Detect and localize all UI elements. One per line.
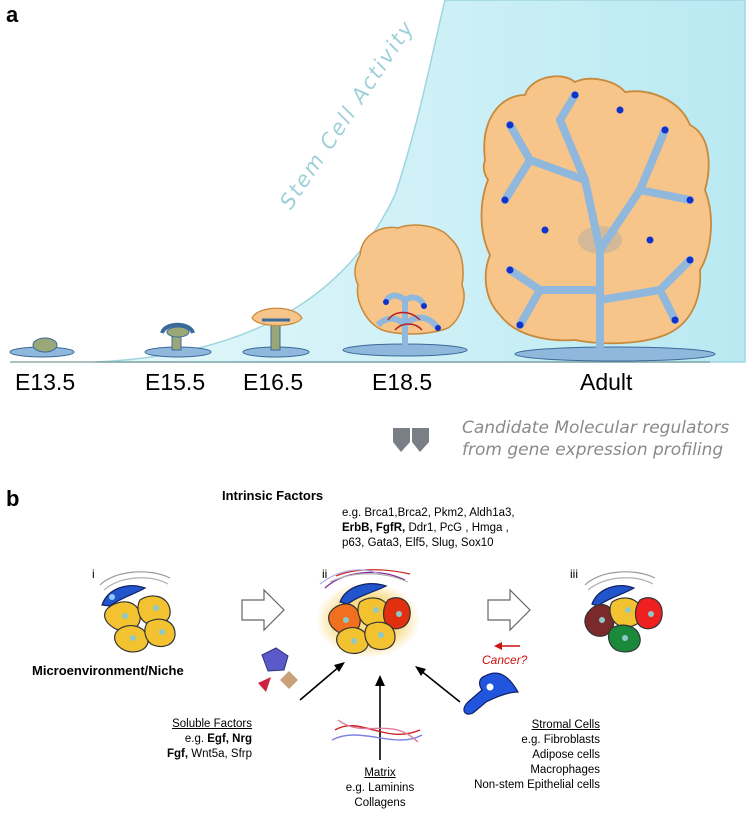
soluble-eg: e.g. <box>184 733 208 745</box>
gland-e13-5 <box>9 337 75 358</box>
stromal-line-1: e.g. Fibroblasts <box>521 734 600 746</box>
stage-label-e13-5: E13.5 <box>15 369 76 395</box>
niche-cluster-iii <box>584 571 663 653</box>
stage-i-label: i <box>92 567 95 581</box>
panel-letter-a: a <box>6 2 19 27</box>
matrix-line-2: Collagens <box>354 797 406 809</box>
stage-label-e18-5: E18.5 <box>372 369 433 395</box>
niche-cluster-i <box>99 571 176 653</box>
matrix-line-1: e.g. Laminins <box>345 782 415 794</box>
soluble-factor-shapes <box>258 647 298 692</box>
soluble-factors-block: Soluble Factors e.g. Egf, Nrg Fgf, Wnt5a… <box>130 717 252 762</box>
stage-ii-label: ii <box>322 567 328 581</box>
down-arrow-icon <box>393 428 429 452</box>
gland-e18-5 <box>342 224 468 357</box>
stromal-cells-block: Stromal Cells e.g. Fibroblasts Adipose c… <box>450 718 600 793</box>
intrinsic-heading: Intrinsic Factors <box>222 488 324 503</box>
intrinsic-line-2-rest: Ddr1, PcG , Hmga , <box>405 522 509 534</box>
panel-letter-b: b <box>6 486 20 511</box>
gland-adult <box>480 75 716 362</box>
soluble-bold-1: Egf, Nrg <box>207 733 252 745</box>
intrinsic-line-2: ErbB, FgfR, Ddr1, PcG , Hmga , <box>342 521 572 536</box>
stromal-line-2: Adipose cells <box>532 749 600 761</box>
panel-a-graphic <box>9 0 746 452</box>
stage-label-e16-5: E16.5 <box>243 369 304 395</box>
soluble-bold-2: Fgf, <box>167 748 189 760</box>
stage-iii-label: iii <box>570 567 578 581</box>
cancer-arrow <box>494 642 520 650</box>
panel-b-graphic <box>99 569 663 760</box>
gland-e16-5 <box>242 307 310 358</box>
matrix-block: Matrix e.g. Laminins Collagens <box>320 766 440 811</box>
microenvironment-heading: Microenvironment/Niche <box>32 663 184 678</box>
soluble-rest-2: Wnt5a, Sfrp <box>188 748 252 760</box>
stromal-title: Stromal Cells <box>531 719 600 731</box>
soluble-line-1: e.g. Egf, Nrg <box>130 732 252 747</box>
candidate-line-1: Candidate Molecular regulators <box>462 418 730 438</box>
soluble-factors-title: Soluble Factors <box>172 718 252 730</box>
arrow-i-to-ii <box>241 588 285 632</box>
stage-label-e15-5: E15.5 <box>145 369 206 395</box>
intrinsic-line-3: p63, Gata3, Elf5, Slug, Sox10 <box>342 537 494 549</box>
stage-label-adult: Adult <box>580 369 633 395</box>
stromal-line-4: Non-stem Epithelial cells <box>474 779 600 791</box>
soluble-line-2: Fgf, Wnt5a, Sfrp <box>130 747 252 762</box>
arrow-ii-to-iii <box>487 588 531 632</box>
niche-cluster-ii <box>316 569 420 658</box>
stromal-line-3: Macrophages <box>530 764 600 776</box>
stromal-cell-shape <box>463 672 520 715</box>
niche-arrows <box>299 662 461 760</box>
intrinsic-line-2-bold: ErbB, FgfR, <box>342 522 406 534</box>
matrix-fibers <box>331 719 423 743</box>
cancer-label: Cancer? <box>482 653 528 667</box>
gland-e15-5 <box>144 322 212 358</box>
intrinsic-line-1: e.g. Brca1,Brca2, Pkm2, Aldh1a3, <box>342 507 515 519</box>
matrix-title: Matrix <box>364 767 396 779</box>
intrinsic-factors-text: e.g. Brca1,Brca2, Pkm2, Aldh1a3, ErbB, F… <box>342 506 572 551</box>
candidate-line-2: from gene expression profiling <box>462 440 724 460</box>
